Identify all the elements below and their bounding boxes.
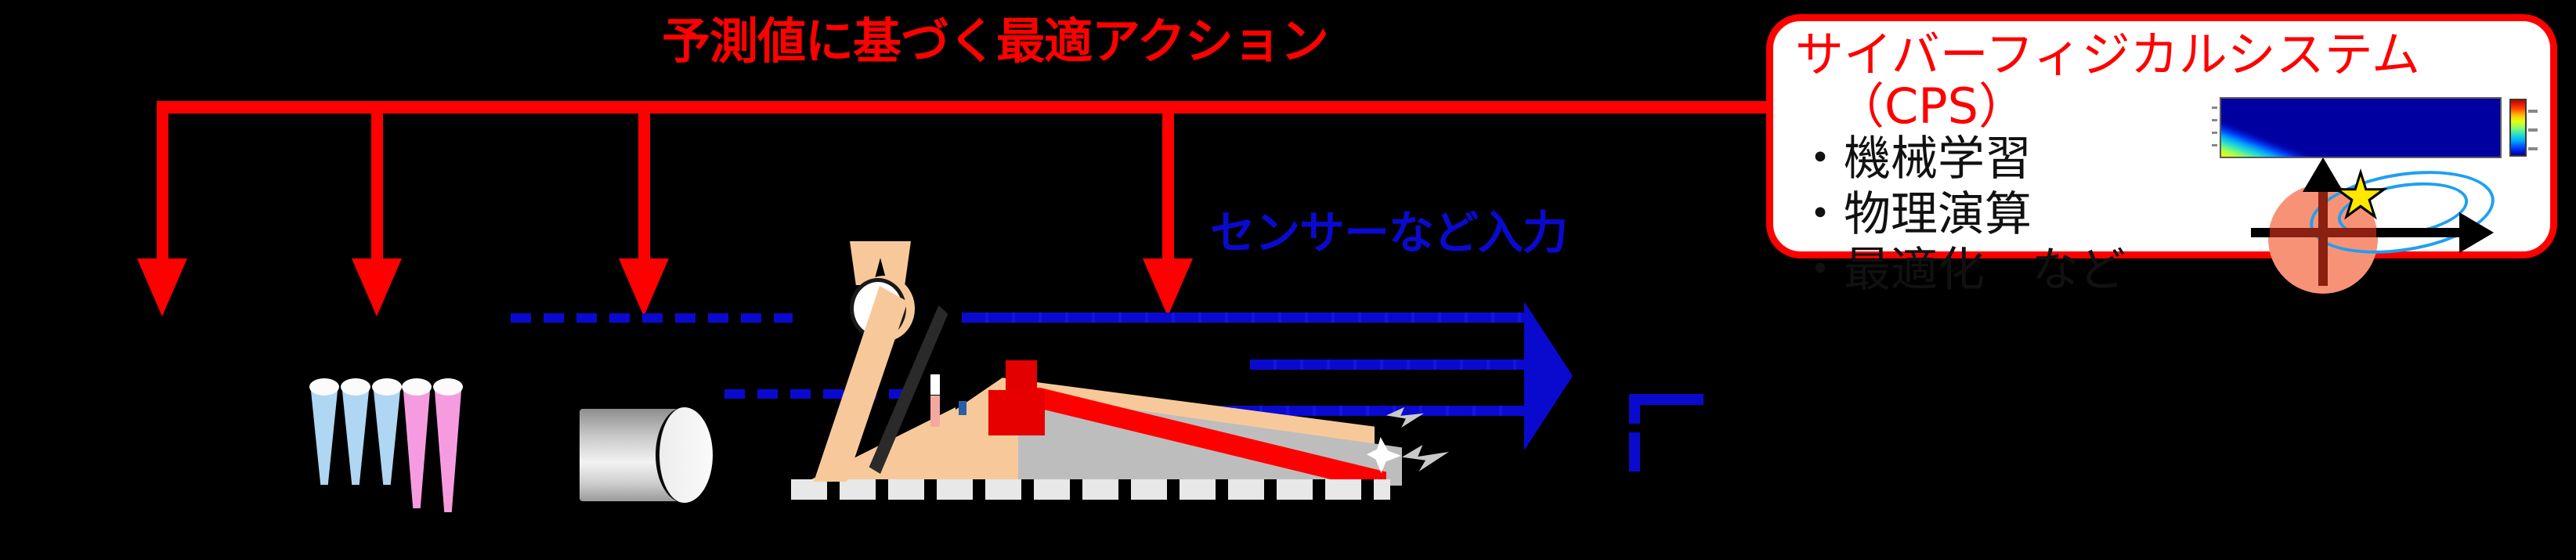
action-arrow-stem-2 [371,101,383,269]
heatmap-ridge [2221,99,2500,157]
pipette-cap-icon [433,378,463,396]
sensor-dash-feeder-2 [724,389,920,399]
sample-cylinder [580,407,713,503]
axis-vertical-highlight [2318,186,2328,286]
action-arrow-head-2 [352,258,402,316]
axis-arrow-right [2459,212,2494,253]
heatmap-ytick [2212,119,2217,121]
action-arrow-stem-4 [1162,101,1174,269]
pipette-tip-4 [402,378,432,513]
sensor-feeder-elbow-horizontal [1629,394,1703,405]
cps-bullet-marker: ・ [1797,243,1844,298]
action-bus-horizontal [157,101,1774,114]
action-arrow-head-4 [1143,258,1193,316]
cylinder-end-cap [656,407,713,503]
bench-box-large [988,390,1045,435]
pipette-cap-icon [372,378,402,396]
cps-bullet-label: 最適化 など [1844,243,2126,298]
heatmap-cbar-tick [2528,110,2538,113]
cps-bullet-3: ・最適化 など [1797,246,2126,294]
bench-vial-white [930,374,940,395]
heatmap-ytick [2212,107,2217,109]
optimization-figure [2251,157,2533,294]
action-arrow-head-1 [137,258,187,316]
action-arrow-stem-3 [638,101,650,269]
action-flow-title: 予測値に基づく最適アクション [662,13,1329,70]
heatmap-ytick [2212,132,2217,134]
cps-panel[interactable]: サイバーフィジカルシステム （CPS） ・機械学習 ・物理演算 ・最適化 など [1766,14,2557,294]
spark-icon-2 [1402,445,1449,471]
cps-panel-title: サイバーフィジカルシステム （CPS） [1795,29,2420,132]
pipette-tip-1 [309,378,339,492]
heatmap-plot-area [2220,97,2502,158]
pipette-cap-icon [402,378,432,396]
pipette-tip-2 [341,378,370,497]
pipette-tip-rack [309,378,474,515]
bench-vial-pink [930,396,940,427]
bench-dashed-rail [791,479,1390,500]
sensor-dash-feeder-1 [511,313,793,323]
heatmap-colorbar [2509,99,2527,157]
bench-marker-blue [959,401,966,415]
pipette-tip-3 [372,378,402,492]
cps-title-line2: （CPS） [1836,77,2028,135]
cps-bullet-marker: ・ [1797,187,1844,242]
pipette-tip-5 [433,378,463,518]
sensor-feeder-elbow-vertical [1629,394,1640,424]
cps-bullet-marker: ・ [1797,132,1844,186]
sensor-arrow-head [1524,302,1573,450]
action-arrow-stem-1 [157,101,168,269]
sensor-line-1 [962,313,1526,323]
sensor-line-2 [1250,359,1526,370]
axis-arrow-up [2303,157,2343,192]
action-arrow-head-3 [619,258,669,316]
cps-bullet-2: ・物理演算 [1797,190,2032,239]
cps-bullet-label: 物理演算 [1844,187,2032,242]
sensor-flow-label: センサーなど入力 [1210,206,1568,259]
cps-title-line1: サイバーフィジカルシステム [1795,26,2420,83]
pipette-cap-icon [341,378,370,396]
sensor-feeder-elbow-vertical-2 [1629,432,1640,471]
heatmap-figure [2198,94,2538,161]
cps-bullet-label: 機械学習 [1844,132,2032,186]
heatmap-ytick [2212,144,2217,146]
heatmap-cbar-tick [2528,128,2538,132]
heatmap-cbar-tick [2528,147,2538,150]
pipette-cap-icon [309,378,339,396]
cps-bullet-1: ・機械学習 [1797,135,2032,183]
